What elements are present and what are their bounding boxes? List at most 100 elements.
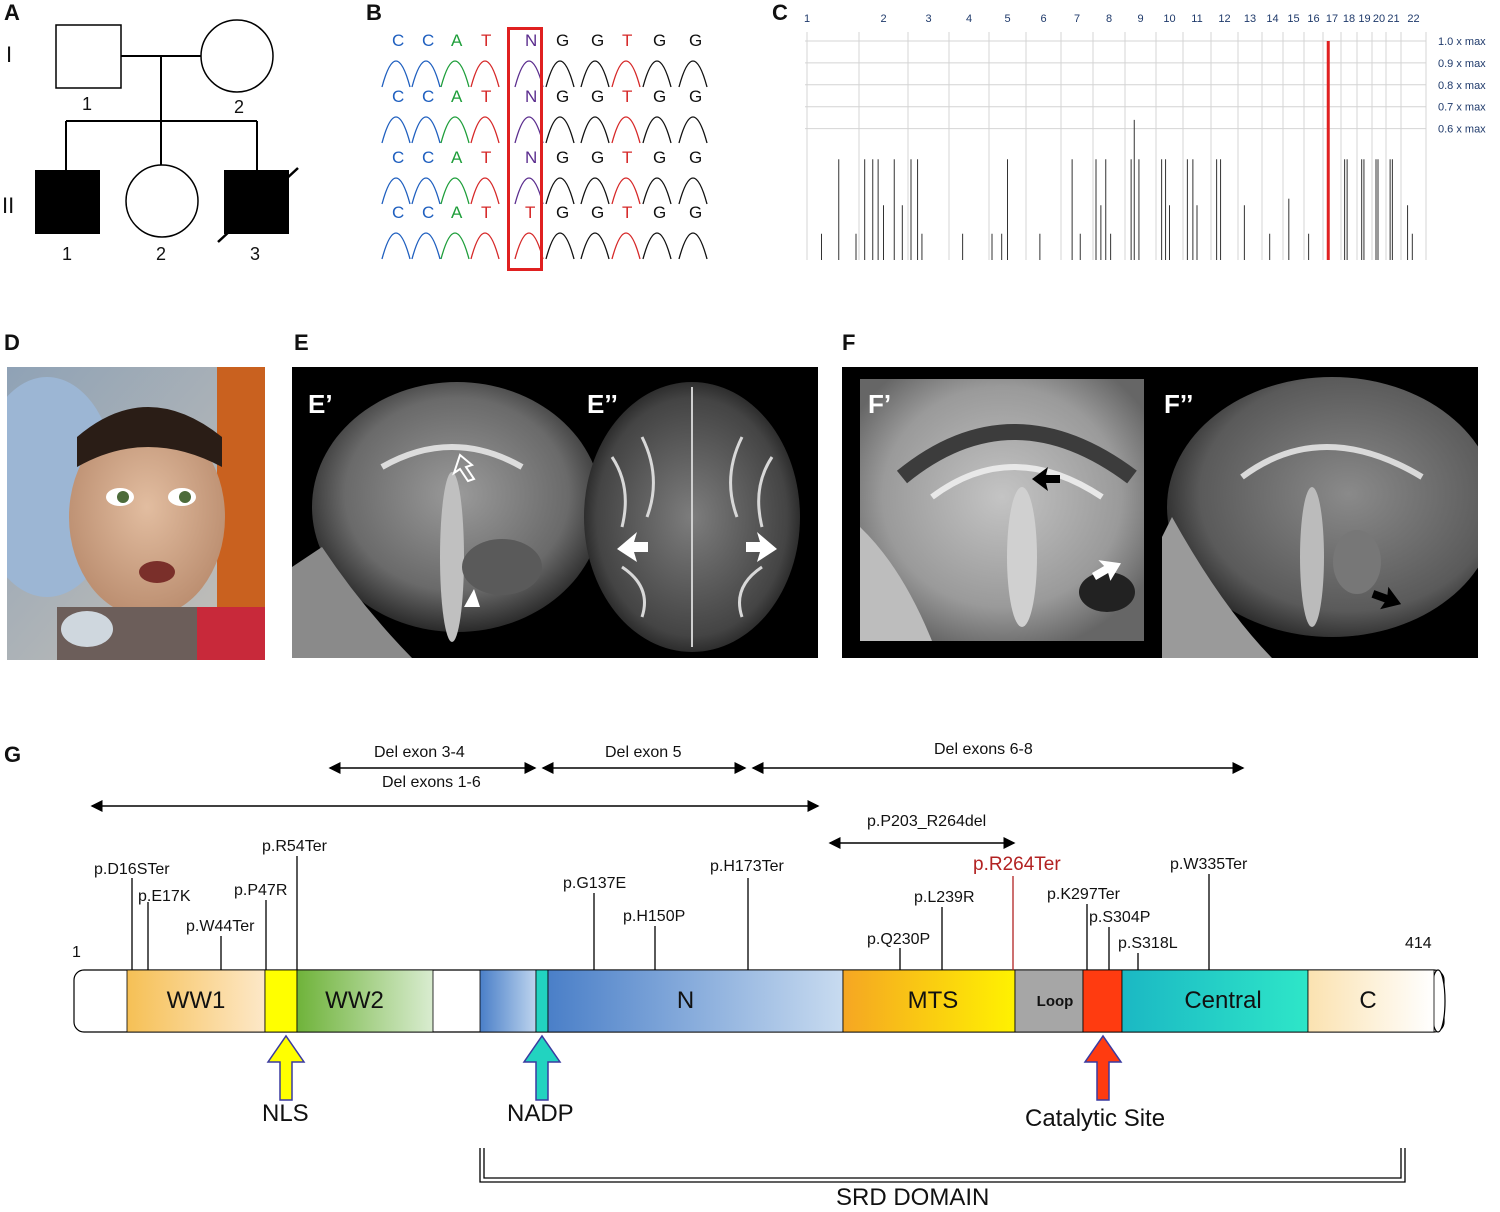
threshold-label-4: 0.6 x max [1438,124,1486,136]
base-r3-c3: T [481,203,492,222]
trace-peak-r1-c5 [545,116,575,144]
mutation-e17k: p.E17K [138,888,191,905]
pedigree-daughter [125,164,199,238]
catalytic-arrow-icon [1083,1034,1123,1101]
protein-end-position: 414 [1405,935,1432,952]
trace-peak-r1-c6 [580,116,610,144]
base-r3-c1: C [422,203,435,222]
pedigree-affected-son-3 [224,170,289,234]
pedigree-id-i1: 1 [82,94,93,114]
base-r2-c8: G [653,148,667,167]
chr-label-8: 8 [1106,13,1112,25]
base-r0-c3: T [481,31,492,50]
pedigree-id-ii3: 3 [250,244,261,264]
base-r1-c9: G [689,87,703,106]
mutation-s304p: p.S304P [1089,909,1151,926]
base-r3-c8: G [653,203,667,222]
trace-peak-r3-c7 [611,232,641,260]
base-r0-c7: T [622,31,633,50]
mutation-p47r: p.P47R [234,882,288,899]
trace-peak-r3-c1 [411,232,441,260]
variant-highlight-box [507,27,543,271]
panel-label-f: F [842,330,856,355]
arrow-white-f1-icon [1092,560,1121,581]
base-r1-c6: G [591,87,605,106]
trace-peak-r1-c3 [470,116,500,144]
del-exons-1-6-label: Del exons 1-6 [382,774,481,791]
base-r1-c2: A [451,87,463,106]
pedigree-chart [35,19,299,243]
mutation-q230p: p.Q230P [867,931,931,948]
mutation-h150p: p.H150P [623,908,686,925]
chr-label-20: 20 [1373,13,1385,25]
trace-peak-r3-c0 [381,232,411,260]
chr-label-7: 7 [1074,13,1080,25]
base-r3-c7: T [622,203,633,222]
chr-label-6: 6 [1040,13,1046,25]
base-r2-c9: G [689,148,703,167]
base-r3-c0: C [392,203,405,222]
trace-peak-r1-c2 [440,116,470,144]
base-r0-c2: A [451,31,463,50]
trace-peak-r0-c2 [440,60,470,88]
p203-del-label: p.P203_R264del [867,813,987,830]
trace-peak-r1-c9 [678,116,708,144]
srd-domain-label: SRD DOMAIN [836,1184,990,1211]
base-r0-c1: C [422,31,435,50]
base-r2-c3: T [481,148,492,167]
mutation-l239r: p.L239R [914,889,975,906]
domain-mts: MTS [907,987,959,1014]
chr-label-16: 16 [1307,13,1319,25]
threshold-label-2: 0.8 x max [1438,80,1486,92]
generation-label-1: I [6,42,13,67]
trace-peak-r3-c5 [545,232,575,260]
base-r3-c5: G [556,203,570,222]
domain-loop: Loop [1036,992,1074,1010]
chr-label-5: 5 [1004,13,1010,25]
base-r1-c8: G [653,87,667,106]
pedigree-id-ii2: 2 [156,244,167,264]
arrow-black-f2-icon [1371,586,1402,610]
base-r1-c3: T [481,87,492,106]
nadp-arrow-icon [522,1034,562,1101]
mri-images-e [292,382,800,658]
mutation-w335ter: p.W335Ter [1170,856,1248,873]
nadp-label: NADP [507,1100,574,1127]
panel-label-b: B [366,0,382,25]
mri-panel-f: F’ F’’ [842,367,1478,658]
deceased-marker [217,167,299,243]
trace-peak-r1-c1 [411,116,441,144]
trace-peak-r3-c8 [642,232,672,260]
open-arrow-icon [452,453,476,483]
chr-label-3: 3 [925,13,931,25]
del-exons-6-8-label: Del exons 6-8 [934,741,1033,758]
base-r1-c1: C [422,87,435,106]
pedigree-affected-son-1 [35,170,100,234]
base-r3-c4: T [525,203,536,222]
chr-label-9: 9 [1137,13,1143,25]
trace-peak-r2-c1 [411,177,441,205]
patient-photo [7,367,265,660]
base-r1-c4: N [525,87,538,106]
chr-label-15: 15 [1287,13,1299,25]
trace-peak-r0-c3 [470,60,500,88]
nls-label: NLS [262,1100,309,1127]
trace-peak-r2-c5 [545,177,575,205]
mri-label-f2: F’’ [1164,389,1194,419]
generation-label-2: II [2,193,15,218]
chr-label-19: 19 [1358,13,1370,25]
base-r3-c6: G [591,203,605,222]
base-r0-c9: G [689,31,703,50]
trace-peak-r3-c3 [470,232,500,260]
chr-label-21: 21 [1387,13,1399,25]
trace-peak-r0-c5 [545,60,575,88]
base-r0-c0: C [392,31,405,50]
trace-peak-r2-c9 [678,177,708,205]
trace-peak-r0-c1 [411,60,441,88]
base-r3-c2: A [451,203,463,222]
trace-peak-r3-c6 [580,232,610,260]
trace-peak-r0-c7 [611,60,641,88]
protein-start-position: 1 [72,944,81,961]
